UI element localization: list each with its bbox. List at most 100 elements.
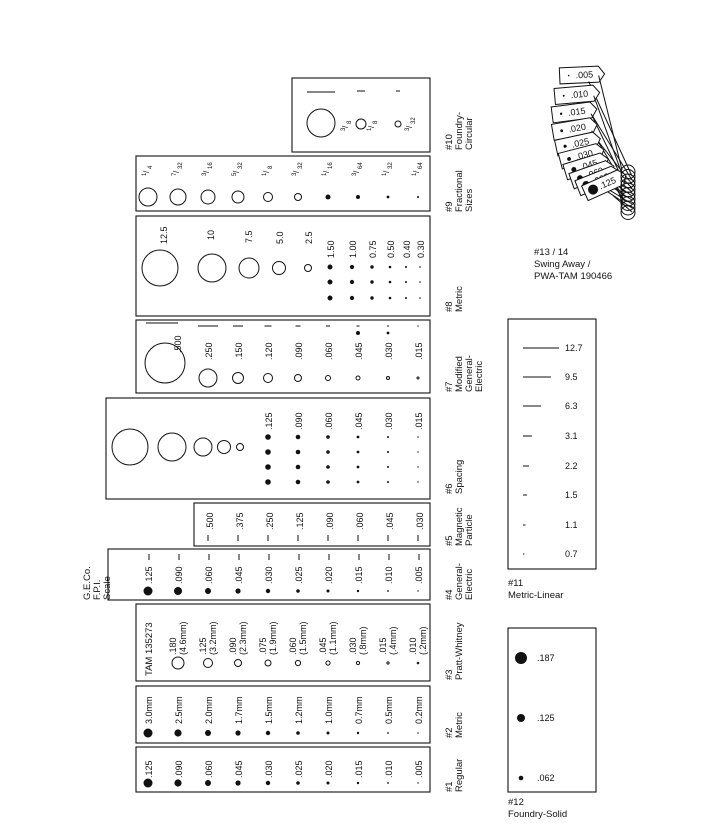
pratt-whitney-size-label: .045 <box>318 637 328 655</box>
regular-size-label: .090 <box>174 760 184 778</box>
magnetic-particle-panel-label-line: Particle <box>464 514 475 546</box>
spacing-dot <box>387 466 389 468</box>
spacing-dot <box>295 434 301 440</box>
swing-away-size-label: .015 <box>567 106 586 118</box>
metric-dot <box>327 295 333 301</box>
fractional-size-label: 1/4 <box>142 165 154 176</box>
regular-dot <box>326 781 330 785</box>
spacing-dot <box>387 436 389 438</box>
foundry-circular-size-label-den: 32 <box>411 117 417 124</box>
metric-mm-size-label: 2.0mm <box>204 696 214 724</box>
fractional-size-label-den: 64 <box>418 162 424 169</box>
magnetic-particle-panel-label-line: #5 <box>444 535 455 546</box>
ge-panel-label-line: Electric <box>464 569 475 600</box>
metric-mm-panel-label-line: #2 <box>444 727 455 738</box>
modified-ge-size-label: .500 <box>173 335 183 353</box>
spacing-dot <box>356 465 360 469</box>
swing-away-blade: .025 <box>554 131 601 157</box>
swing-away-pivot-ring <box>620 200 636 216</box>
ge-fpi-scale-label-line: G.E.Co. <box>82 566 93 600</box>
metric-size-label: 10 <box>206 230 216 240</box>
metric-dot <box>388 296 392 300</box>
fractional-dot <box>356 195 360 199</box>
pratt-whitney-mm-label: (1.9mm) <box>268 621 278 655</box>
modified-ge-size-label: .250 <box>204 342 214 360</box>
regular-dot <box>235 780 241 786</box>
magnetic-particle-size-label: .375 <box>235 512 245 530</box>
ge-size-label: .020 <box>324 566 334 584</box>
pratt-whitney-size-label: .075 <box>258 637 268 655</box>
spacing-dot <box>387 451 389 453</box>
metric-hole <box>304 264 312 272</box>
modified-ge-dot <box>386 331 390 335</box>
pratt-whitney-hole <box>325 660 331 666</box>
metric-mm-size-label: 3.0mm <box>144 696 154 724</box>
swing-away-dot <box>563 144 567 148</box>
ge-dot <box>296 589 300 593</box>
spacing-large-hole <box>217 440 231 454</box>
ge-fpi-scale-label-line: Scale <box>102 576 113 600</box>
ge-dot <box>356 589 360 593</box>
modified-ge-size-label: .120 <box>264 342 274 360</box>
fractional-size-label-num: 1 <box>412 172 418 176</box>
panel-regular <box>135 746 431 793</box>
fractional-size-label-den: 64 <box>358 162 364 169</box>
modified-ge-panel-label-line: #7 <box>444 381 455 392</box>
fractional-size-label-den: 32 <box>178 162 184 169</box>
foundry-circular-hole <box>355 118 367 130</box>
ge-size-label: .090 <box>174 566 184 584</box>
fractional-size-label: 5/32 <box>232 162 244 176</box>
ge-dot <box>265 588 271 594</box>
modified-ge-hole <box>263 373 273 383</box>
metric-dot <box>419 297 421 299</box>
pratt-whitney-mm-label: (4.6mm) <box>178 621 188 655</box>
foundry-circular-size-label-bar: / <box>405 125 414 128</box>
spacing-size-label: .060 <box>324 412 334 430</box>
ge-dot <box>143 586 153 596</box>
pratt-whitney-panel-label-line: #3 <box>444 669 455 680</box>
metric-size-label: 0.75 <box>368 240 378 258</box>
metric-mm-dot <box>296 731 300 735</box>
fractional-hole <box>294 193 302 201</box>
fractional-dot <box>386 195 390 199</box>
fractional-dot <box>325 194 331 200</box>
swing-away-dot <box>567 157 571 161</box>
metric-dot <box>349 264 355 270</box>
regular-size-label: .005 <box>414 760 424 778</box>
fractional-size-label-bar: / <box>382 170 391 173</box>
fractional-hole <box>138 187 158 207</box>
metric-mm-size-label: 0.7mm <box>354 696 364 724</box>
metric-mm-size-label: 1.5mm <box>264 696 274 724</box>
spacing-dot <box>295 449 301 455</box>
swing-away-pivot-ring <box>620 196 636 211</box>
metric-linear-size-label: 6.3 <box>565 401 578 411</box>
regular-dot <box>265 780 271 786</box>
spacing-dot <box>417 451 419 453</box>
fractional-hole <box>200 189 216 205</box>
modified-ge-size-label: .060 <box>324 342 334 360</box>
metric-dot <box>327 264 333 270</box>
metric-linear-size-label: 9.5 <box>565 372 578 382</box>
ge-dot <box>387 590 389 592</box>
spacing-dot <box>356 435 360 439</box>
spacing-large-hole <box>236 443 244 451</box>
fractional-size-label-bar: / <box>172 170 181 173</box>
swing-away-blade: .015 <box>550 101 598 124</box>
spacing-large-hole <box>193 437 213 457</box>
pratt-whitney-hole <box>264 659 272 667</box>
ge-size-label: .045 <box>234 566 244 584</box>
panel-foundry-circular <box>291 77 431 153</box>
foundry-circular-size-label-num: 3 <box>341 127 347 131</box>
ge-dot <box>235 588 241 594</box>
magnetic-particle-size-label: .500 <box>205 512 215 530</box>
ge-size-label: .060 <box>204 566 214 584</box>
fractional-size-label-den: 32 <box>238 162 244 169</box>
regular-dot <box>417 782 419 784</box>
modified-ge-hole <box>198 368 218 388</box>
foundry-circular-size-label: 3/8 <box>341 120 353 131</box>
swing-away-blade: .125 <box>580 169 627 202</box>
fractional-panel-label-line: #9 <box>444 201 455 212</box>
foundry-solid-size-label: .062 <box>537 773 555 783</box>
pratt-whitney-mm-label: (1.1mm) <box>328 621 338 655</box>
